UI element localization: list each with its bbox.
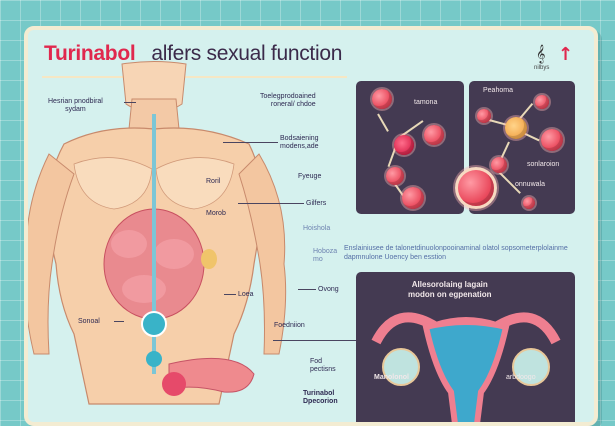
atom-icon — [386, 167, 404, 185]
molecule-panel-1: tamona — [356, 81, 464, 214]
treble-clef-icon: 𝄞 — [536, 44, 546, 63]
label-gilfers: Gilfers — [306, 200, 327, 207]
leader-line — [298, 289, 316, 290]
label-ovong: Ovong — [318, 286, 339, 293]
arrow-up-icon: ↑ — [558, 44, 574, 65]
clef-caption: nilbys — [534, 65, 550, 71]
title-underline — [42, 76, 347, 78]
label-hormonal-system: Hesrian pnodbiral sydam — [48, 98, 103, 113]
leader-line — [124, 102, 136, 103]
atom-icon — [541, 129, 563, 151]
label-fyeuge: Fyeuge — [298, 173, 322, 180]
label-roril: Roril — [206, 178, 221, 185]
label-morob: Morob — [206, 210, 226, 217]
infographic-card: Turinabol alfers sexual function 𝄞 nilbys… — [24, 26, 598, 426]
atom-icon — [424, 125, 444, 145]
atom-icon — [535, 95, 549, 109]
atom-icon — [402, 187, 424, 209]
label-sonoal: Sonoal — [78, 318, 100, 325]
leader-line — [273, 340, 361, 341]
molecule-label: tamona — [414, 99, 438, 106]
leader-line — [114, 321, 124, 322]
molecule-label: sonlaroion — [527, 161, 560, 168]
label-manolonol: Manolonol — [374, 374, 409, 381]
reproductive-panel-title: Allesorolaing lagain modon on egpenation — [408, 280, 492, 299]
label-fod-pectisns: Fod pectisns — [310, 358, 336, 373]
label-hoishola: Hoishola — [303, 225, 331, 232]
reproductive-panel: Allesorolaing lagain modon on egpenation… — [356, 272, 575, 422]
label-turinabol-dpecorion: Turinabol Dpecorion — [303, 390, 338, 405]
title-rest: alfers sexual function — [151, 42, 343, 65]
title-highlight: Turinabol — [44, 42, 136, 65]
page-title: Turinabol alfers sexual function — [44, 42, 342, 66]
atom-icon — [491, 157, 507, 173]
leader-line — [224, 294, 236, 295]
label-bodsaiening: Bodsaiening modens,ade — [280, 135, 319, 150]
atom-icon — [523, 197, 535, 209]
atom-icon — [394, 135, 414, 155]
molecule-label: Peahoma — [483, 87, 513, 94]
atom-icon — [505, 117, 527, 139]
label-loea: Loea — [238, 291, 254, 298]
atom-icon — [455, 167, 497, 209]
leader-line — [223, 142, 278, 143]
caption-text: Enslainiusee de talonetdinuolonpooinamin… — [344, 245, 568, 261]
label-foedniion: Foedniion — [274, 322, 305, 329]
atom-icon — [372, 89, 392, 109]
label-testosterone: Toelegprodoained roneral/ chdoe — [260, 93, 316, 108]
leader-line — [238, 203, 304, 204]
male-anatomy-illustration — [28, 61, 287, 405]
label-arbdoogo: arbdoogo — [506, 374, 536, 381]
molecule-panel-2: Peahoma sonlaroion onnuwala — [455, 81, 575, 214]
uterus-illustration — [371, 312, 561, 422]
label-hoboza: Hoboza mo — [313, 248, 338, 263]
atom-icon — [477, 109, 491, 123]
molecule-label: onnuwala — [515, 181, 545, 188]
